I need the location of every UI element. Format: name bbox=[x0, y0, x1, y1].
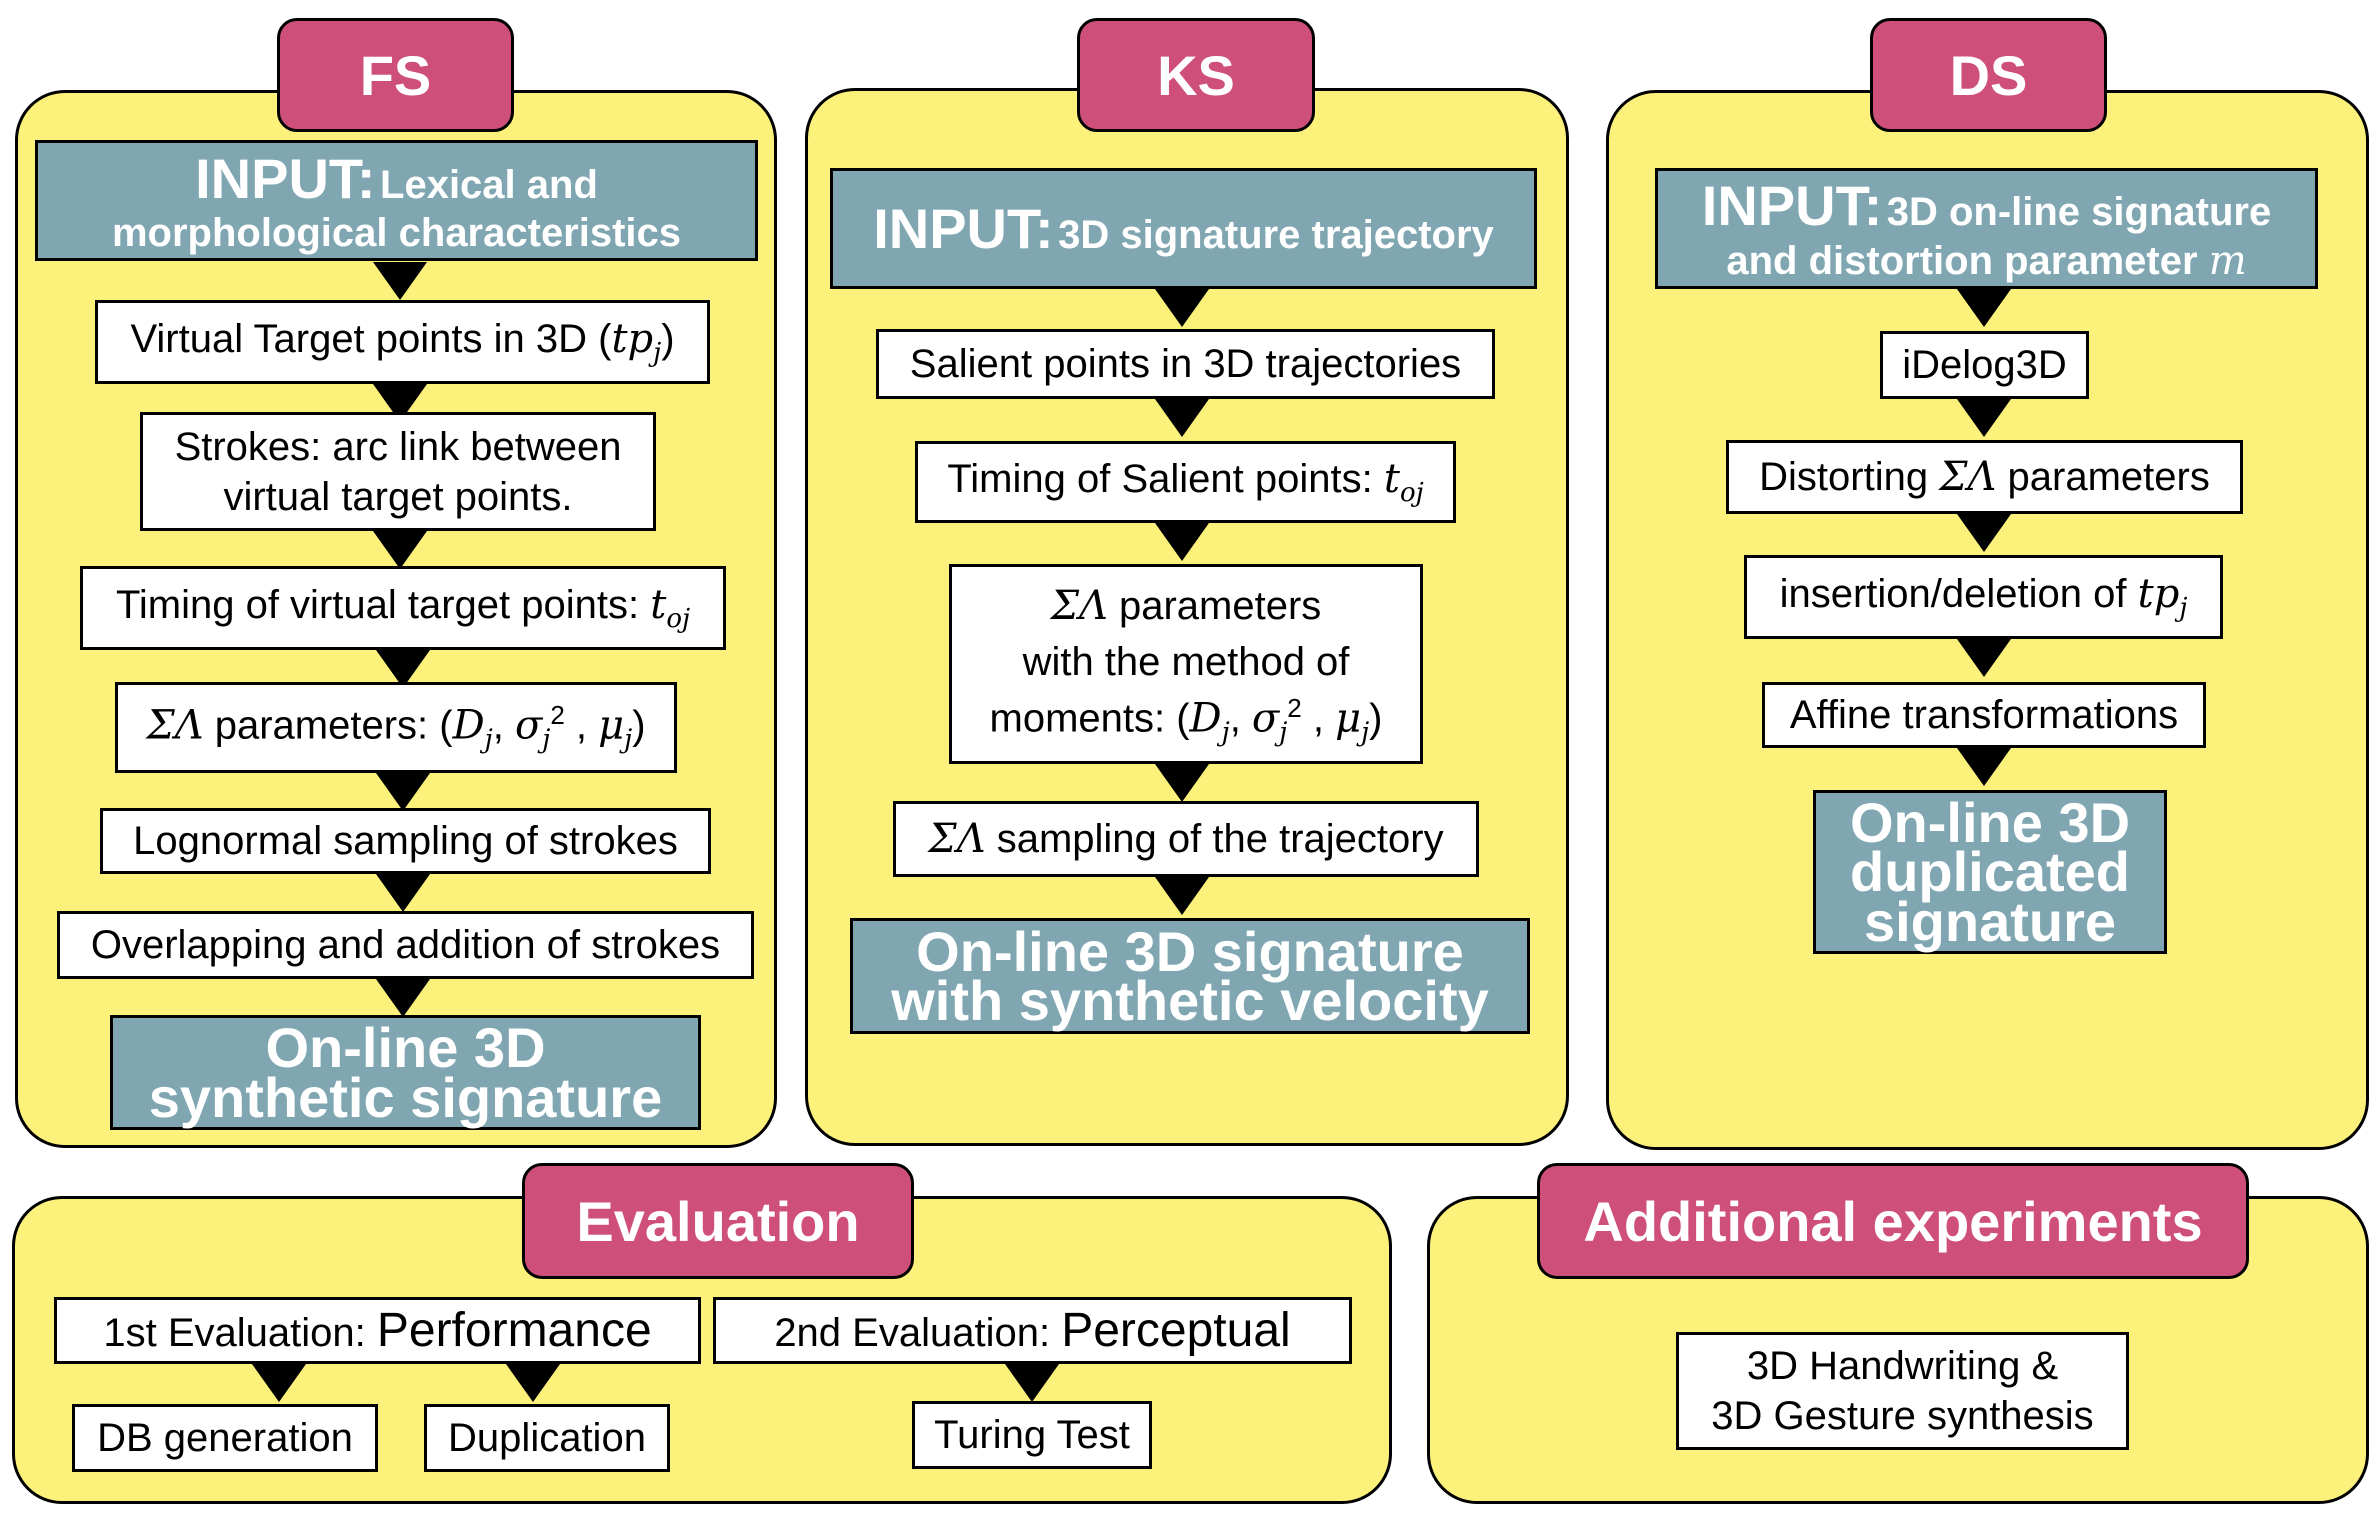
ks-arrow-3 bbox=[1155, 523, 1209, 561]
duplication-box: Duplication bbox=[424, 1404, 670, 1472]
ks-arrow-5 bbox=[1155, 877, 1209, 915]
fs-arrow-3 bbox=[373, 531, 427, 569]
ds-arrow-3 bbox=[1957, 514, 2011, 552]
fs-arrow-5 bbox=[376, 773, 430, 811]
evaluation-tab: Evaluation bbox=[522, 1163, 914, 1279]
fs-step-lognormal: Lognormal sampling of strokes bbox=[100, 808, 711, 874]
eval-arrow-dup bbox=[506, 1364, 560, 1402]
fs-step-target-points: Virtual Target points in 3D (tpj) bbox=[95, 300, 710, 384]
fs-arrow-4 bbox=[376, 650, 430, 688]
ds-arrow-2 bbox=[1957, 399, 2011, 437]
ks-step-moments: ΣΛ parameters with the method of moments… bbox=[949, 564, 1423, 764]
ks-arrow-1 bbox=[1155, 289, 1209, 327]
ks-output-box: On-line 3D signature with synthetic velo… bbox=[850, 918, 1530, 1034]
ds-step-affine: Affine transformations bbox=[1762, 682, 2206, 748]
fs-arrow-6 bbox=[376, 874, 430, 912]
ds-arrow-4 bbox=[1957, 639, 2011, 677]
additional-tab: Additional experiments bbox=[1537, 1163, 2249, 1279]
handwriting-gesture-box: 3D Handwriting & 3D Gesture synthesis bbox=[1676, 1332, 2129, 1450]
ks-tab: KS bbox=[1077, 18, 1315, 132]
ds-tab: DS bbox=[1870, 18, 2107, 132]
fs-arrow-7 bbox=[376, 979, 430, 1017]
fs-input-box: INPUT: Lexical and morphological charact… bbox=[35, 140, 758, 261]
eval-arrow-turing bbox=[1005, 1364, 1059, 1402]
eval-arrow-db bbox=[252, 1364, 306, 1402]
ds-step-idelog3d: iDelog3D bbox=[1880, 331, 2089, 399]
fs-tab: FS bbox=[277, 18, 514, 132]
fs-step-strokes: Strokes: arc link between virtual target… bbox=[140, 412, 656, 531]
fs-step-timing: Timing of virtual target points: toj bbox=[80, 566, 726, 650]
fs-arrow-1 bbox=[373, 262, 427, 300]
turing-test-box: Turing Test bbox=[912, 1401, 1152, 1469]
ks-step-sampling: ΣΛ sampling of the trajectory bbox=[893, 801, 1479, 877]
ds-input-box: INPUT: 3D on-line signature and distorti… bbox=[1655, 168, 2318, 289]
db-generation-box: DB generation bbox=[72, 1404, 378, 1472]
ds-output-box: On-line 3D duplicated signature bbox=[1813, 790, 2167, 954]
first-evaluation-box: 1st Evaluation: Performance bbox=[54, 1297, 701, 1364]
fs-step-overlapping: Overlapping and addition of strokes bbox=[57, 911, 754, 979]
ds-step-insertion: insertion/deletion of tpj bbox=[1744, 555, 2223, 639]
ks-arrow-2 bbox=[1155, 399, 1209, 437]
ds-step-distorting: Distorting ΣΛ parameters bbox=[1726, 440, 2243, 514]
fs-step-sigma-lambda: ΣΛ parameters: (Dj, σj2 , μj) bbox=[115, 682, 677, 773]
ds-arrow-5 bbox=[1957, 748, 2011, 786]
ds-arrow-1 bbox=[1957, 289, 2011, 327]
ks-arrow-4 bbox=[1155, 764, 1209, 802]
fs-output-box: On-line 3D synthetic signature bbox=[110, 1015, 701, 1130]
ks-input-box: INPUT: 3D signature trajectory bbox=[830, 168, 1537, 289]
ks-step-timing: Timing of Salient points: toj bbox=[915, 441, 1456, 523]
ks-step-salient-points: Salient points in 3D trajectories bbox=[876, 329, 1495, 399]
second-evaluation-box: 2nd Evaluation: Perceptual bbox=[713, 1297, 1352, 1364]
